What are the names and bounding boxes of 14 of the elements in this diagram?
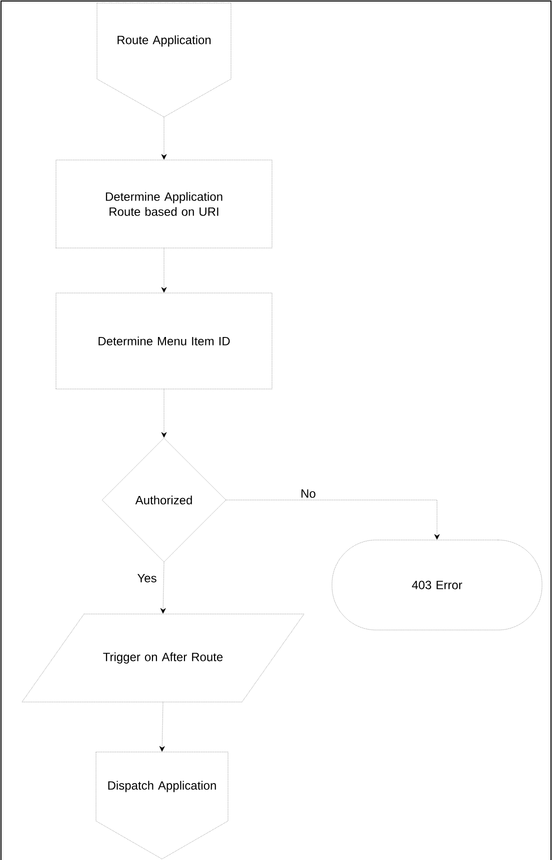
arrow [161,117,167,160]
edge-label: Yes [138,574,156,582]
process-box: Determine Menu Item ID [56,292,272,390]
arrow [161,248,167,293]
off-page-connector: Route Application [96,2,232,118]
off-page-connector: Dispatch Application [96,752,228,860]
input-output-box: Trigger on After Route [22,614,304,702]
arrow [226,500,440,540]
arrow [159,702,165,752]
terminal-box: 403 Error [332,540,542,630]
process-box: Determine Application Route based on URI [56,160,272,248]
edge-label: No [302,489,316,498]
arrow [161,389,167,438]
arrow [160,562,166,614]
